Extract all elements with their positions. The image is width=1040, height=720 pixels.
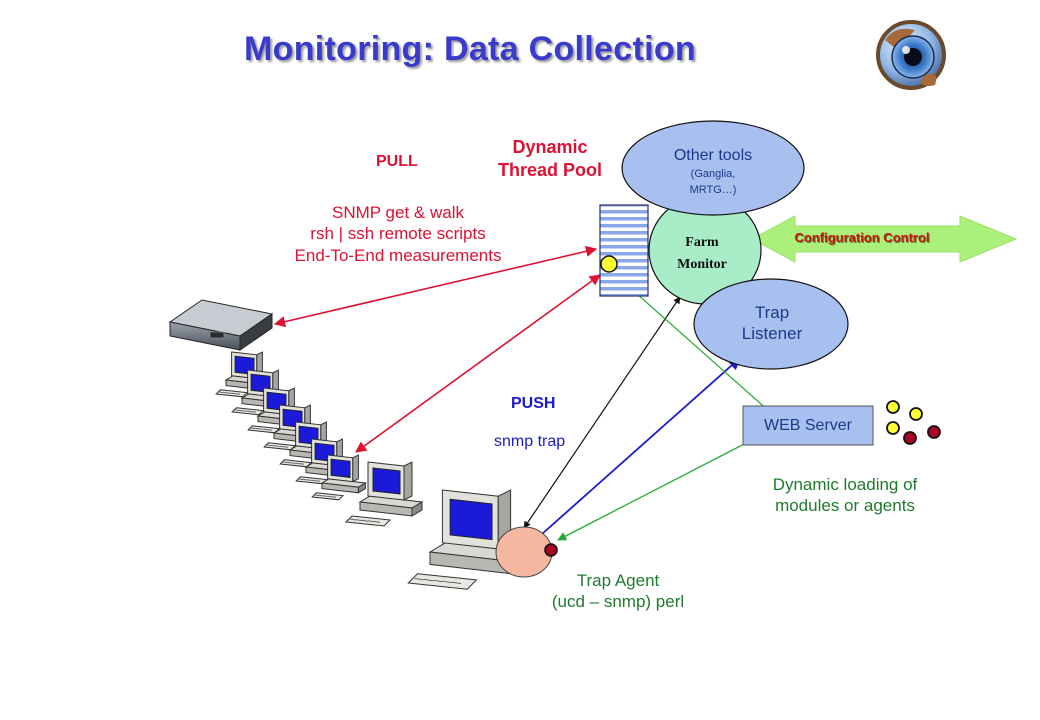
- other-tools-sub-line1: (Ganglia,: [690, 168, 736, 180]
- eye-globe-icon: [876, 20, 946, 90]
- thread-pool-stack: [599, 204, 649, 297]
- trap-listener-line2: Listener: [741, 324, 803, 344]
- computer-cluster: [215, 351, 528, 590]
- pull-line-snmp: SNMP get & walk: [332, 203, 464, 222]
- other-tools-label: Other tools: [673, 147, 753, 164]
- other-tools-node: [621, 120, 805, 216]
- dynamic-loading-line1: Dynamic loading of: [772, 475, 918, 494]
- pull-arrow-cluster: [355, 274, 601, 453]
- module-dot-icon: [886, 421, 900, 435]
- dynamic-loading-label: Dynamic loading of modules or agents: [740, 474, 950, 517]
- dynamic-loading-line2: modules or agents: [775, 496, 915, 516]
- config-control-label: Configuration Control: [794, 230, 930, 245]
- push-label: PUSH: [511, 395, 556, 412]
- web-server-to-trap-agent-arrow: [557, 439, 753, 541]
- pull-line-rsh: rsh | ssh remote scripts: [310, 224, 486, 244]
- thread-pool-line1: Dynamic: [512, 137, 588, 157]
- trap-agent-red-dot: [544, 543, 558, 557]
- web-server-label: WEB Server: [763, 417, 852, 434]
- thread-pool-line2: Thread Pool: [497, 159, 602, 180]
- other-tools-sub-line2: MRTG…): [689, 183, 737, 196]
- trap-agent-label: Trap Agent (ucd – snmp) perl: [528, 570, 708, 613]
- trap-listener-line1: Trap: [754, 303, 790, 322]
- farm-monitor-line2: Monitor: [677, 256, 727, 272]
- desktop-computer-icon: [311, 454, 367, 501]
- push-arrow: [532, 357, 741, 543]
- pull-description: SNMP get & walk rsh | ssh remote scripts…: [262, 202, 534, 266]
- trap-agent-line1: Trap Agent: [576, 571, 660, 590]
- trap-listener-node: [693, 278, 849, 370]
- configuration-control-arrow: [750, 215, 1018, 263]
- server-icon: [168, 299, 274, 351]
- module-dot-icon: [909, 407, 923, 421]
- page-title: Monitoring: Data Collection: [244, 30, 696, 68]
- other-tools-sub: (Ganglia, MRTG…): [652, 167, 774, 199]
- thread-pool-label: Dynamic Thread Pool: [470, 136, 630, 181]
- module-dots: [886, 400, 941, 445]
- push-sub: snmp trap: [494, 433, 566, 450]
- desktop-computer-icon: [344, 461, 424, 527]
- pull-line-end-to-end: End-To-End measurements: [294, 245, 502, 265]
- web-server-box: [742, 405, 874, 446]
- module-dot-icon: [903, 431, 917, 445]
- desktop-computer-icon: [407, 489, 528, 590]
- module-dot-icon: [927, 425, 941, 439]
- pull-label: PULL: [376, 153, 418, 170]
- thread-pool-yellow-dot: [600, 255, 618, 273]
- module-dot-icon: [886, 400, 900, 414]
- farm-monitor-line1: Farm: [685, 235, 719, 250]
- trap-agent-line2: (ucd – snmp) perl: [551, 592, 685, 612]
- trap-listener-label: Trap Listener: [712, 302, 832, 345]
- farm-monitor-label: Farm Monitor: [660, 232, 744, 275]
